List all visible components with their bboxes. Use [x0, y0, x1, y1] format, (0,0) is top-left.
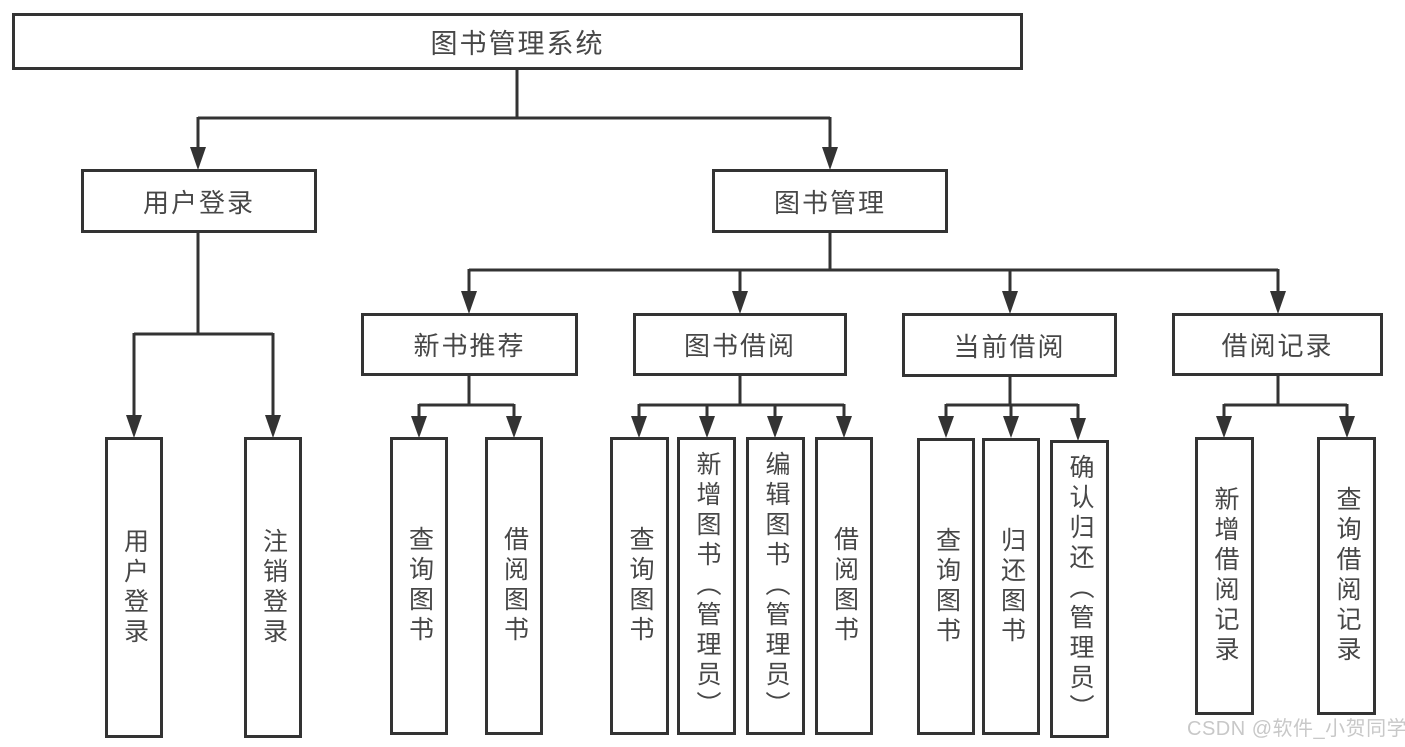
connector-user-login-to-leaves: [126, 233, 281, 438]
node-book-borrow: 图书借阅: [633, 313, 847, 376]
node-label: 图书管理系统: [430, 29, 605, 59]
node-label: 查询图书: [405, 526, 434, 646]
leaf-borrow-query-books: 查询图书: [610, 437, 669, 735]
node-label: 图书管理: [773, 187, 886, 218]
node-label: 新增图书（管理员）: [693, 451, 721, 721]
node-label: 归还图书: [997, 526, 1026, 647]
leaf-current-query-books: 查询图书: [917, 438, 975, 735]
node-label: 新增借阅记录: [1211, 486, 1239, 666]
node-label: 查询借阅记录: [1333, 486, 1361, 666]
node-label: 确认归还（管理员）: [1066, 454, 1094, 724]
node-book-management: 图书管理: [712, 169, 948, 233]
leaf-newbook-query-books: 查询图书: [390, 437, 448, 735]
leaf-borrow-edit-books-admin: 编辑图书（管理员）: [746, 437, 805, 735]
node-label: 用户登录: [142, 187, 255, 218]
connector-book-management-to-level3: [461, 233, 1286, 314]
leaf-records-add-record: 新增借阅记录: [1195, 437, 1254, 715]
connector-book-borrow-to-leaves: [631, 376, 852, 438]
node-borrow-records: 借阅记录: [1172, 313, 1383, 376]
node-label: 借阅图书: [830, 526, 859, 646]
leaf-records-query-record: 查询借阅记录: [1317, 437, 1376, 715]
node-current-borrow: 当前借阅: [902, 313, 1117, 377]
node-user-login: 用户登录: [81, 169, 317, 233]
watermark: CSDN @软件_小贺同学: [1187, 718, 1405, 740]
leaf-logout: 注销登录: [244, 437, 302, 738]
leaf-newbook-borrow-books: 借阅图书: [485, 437, 543, 735]
node-label: 借阅记录: [1221, 331, 1334, 361]
connector-current-borrow-to-leaves: [938, 377, 1086, 441]
leaf-current-return-books: 归还图书: [982, 438, 1040, 735]
leaf-current-confirm-return-admin: 确认归还（管理员）: [1050, 440, 1109, 738]
node-label: 查询图书: [626, 526, 654, 646]
node-label: 注销登录: [259, 527, 288, 648]
node-label: 当前借阅: [953, 331, 1066, 362]
connector-root-to-level2: [190, 70, 838, 170]
connector-borrow-records-to-leaves: [1216, 376, 1355, 438]
node-root: 图书管理系统: [12, 13, 1023, 70]
node-label: 借阅图书: [500, 526, 529, 646]
node-label: 图书借阅: [683, 331, 796, 361]
leaf-borrow-borrow-books: 借阅图书: [815, 437, 873, 735]
node-label: 新书推荐: [413, 331, 526, 361]
node-label: 用户登录: [120, 527, 149, 648]
node-label: 编辑图书（管理员）: [762, 451, 790, 721]
connector-new-book-to-leaves: [411, 376, 522, 438]
node-new-book-recommend: 新书推荐: [361, 313, 578, 376]
leaf-borrow-add-books-admin: 新增图书（管理员）: [677, 437, 736, 735]
leaf-user-login: 用户登录: [105, 437, 163, 738]
node-label: 查询图书: [932, 526, 961, 647]
